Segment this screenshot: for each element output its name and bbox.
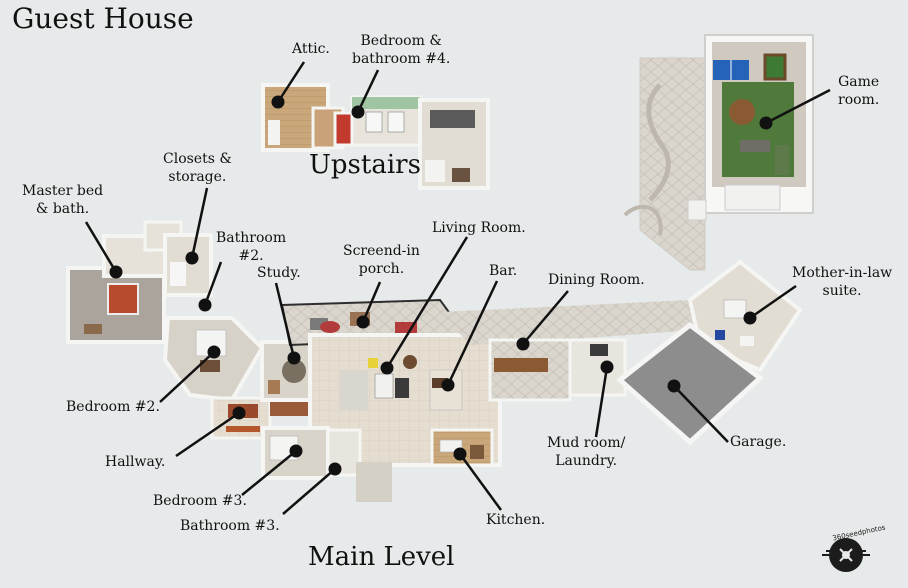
callout-line-bar bbox=[446, 280, 499, 386]
callout-line-bedroom-2 bbox=[159, 351, 215, 403]
callout-line-living bbox=[385, 236, 469, 369]
master-wing bbox=[66, 220, 213, 344]
master-bed bbox=[107, 283, 139, 315]
dining-table bbox=[494, 358, 548, 372]
callout-line-porch bbox=[361, 281, 382, 323]
callout-dot-bedroom-2 bbox=[207, 345, 221, 359]
callout-line-bathroom-3 bbox=[282, 468, 336, 515]
callout-line-dining bbox=[522, 290, 569, 345]
label-master: Master bed & bath. bbox=[22, 183, 104, 217]
upstairs-title: Upstairs bbox=[309, 150, 421, 180]
callout-dot-attic bbox=[271, 95, 285, 109]
dining-area bbox=[440, 300, 695, 402]
callout-line-closets bbox=[190, 187, 209, 259]
main-title: Guest House bbox=[12, 2, 194, 35]
label-bar: Bar. bbox=[489, 263, 518, 279]
label-hallway: Hallway. bbox=[105, 454, 166, 470]
callout-dot-game-room bbox=[759, 116, 773, 130]
callout-dot-bar bbox=[441, 378, 455, 392]
pool-table bbox=[763, 53, 787, 81]
callout-dots bbox=[109, 95, 773, 476]
callout-line-master bbox=[84, 221, 118, 273]
callout-dot-closets bbox=[185, 251, 199, 265]
label-attic: Attic. bbox=[292, 41, 330, 57]
callout-line-garage bbox=[673, 385, 729, 443]
callout-line-bathroom-2 bbox=[203, 261, 223, 306]
callout-dot-study bbox=[287, 351, 301, 365]
label-game-room: Game room. bbox=[838, 74, 880, 108]
callout-dot-mudroom bbox=[600, 360, 614, 374]
label-bedroom-4: Bedroom & bathroom #4. bbox=[352, 33, 451, 67]
upstairs-plan bbox=[261, 83, 490, 190]
label-living: Living Room. bbox=[432, 220, 526, 236]
callout-line-kitchen bbox=[458, 453, 503, 511]
callout-dot-bathroom-3 bbox=[328, 462, 342, 476]
bedroom2-wing bbox=[162, 316, 310, 440]
game-table bbox=[729, 99, 755, 125]
callout-dot-bedroom-4 bbox=[351, 105, 365, 119]
callout-dot-bedroom-3 bbox=[289, 444, 303, 458]
label-closets: Closets & storage. bbox=[163, 151, 232, 185]
callout-lines bbox=[84, 61, 831, 515]
main-level-title: Main Level bbox=[308, 542, 455, 572]
label-dining: Dining Room. bbox=[548, 272, 645, 288]
callout-line-attic bbox=[276, 61, 306, 103]
label-garage: Garage. bbox=[730, 434, 787, 450]
callout-dot-living bbox=[380, 361, 394, 375]
label-mudroom: Mud room/ Laundry. bbox=[547, 435, 626, 469]
callout-dot-porch bbox=[356, 315, 370, 329]
label-study: Study. bbox=[257, 265, 301, 281]
callout-line-game-room bbox=[765, 88, 831, 125]
label-bathroom-3: Bathroom #3. bbox=[180, 518, 280, 534]
callout-dot-dining bbox=[516, 337, 530, 351]
watermark-logo-icon bbox=[822, 538, 870, 572]
callout-line-mudroom bbox=[594, 366, 609, 438]
callout-line-bedroom-3 bbox=[241, 450, 297, 496]
callout-line-hallway bbox=[175, 411, 240, 458]
label-bedroom-3: Bedroom #3. bbox=[153, 493, 247, 509]
label-porch: Screend-in porch. bbox=[343, 243, 420, 277]
callout-dot-hallway bbox=[232, 406, 246, 420]
game-room-wing bbox=[623, 34, 814, 271]
callout-line-mother-in-law bbox=[749, 284, 797, 320]
callout-dot-mother-in-law bbox=[743, 311, 757, 325]
label-bedroom-2: Bedroom #2. bbox=[66, 399, 160, 415]
label-mother-in-law: Mother-in-law suite. bbox=[792, 265, 893, 299]
callout-line-study bbox=[274, 282, 296, 359]
garage-floor bbox=[616, 321, 764, 446]
callout-dot-bathroom-2 bbox=[198, 298, 212, 312]
callout-dot-master bbox=[109, 265, 123, 279]
callout-dot-garage bbox=[667, 379, 681, 393]
callout-line-bedroom-4 bbox=[356, 69, 380, 113]
callout-dot-kitchen bbox=[453, 447, 467, 461]
garage-room bbox=[616, 321, 764, 446]
label-kitchen: Kitchen. bbox=[486, 512, 546, 528]
label-bathroom-2: Bathroom #2. bbox=[216, 230, 287, 264]
